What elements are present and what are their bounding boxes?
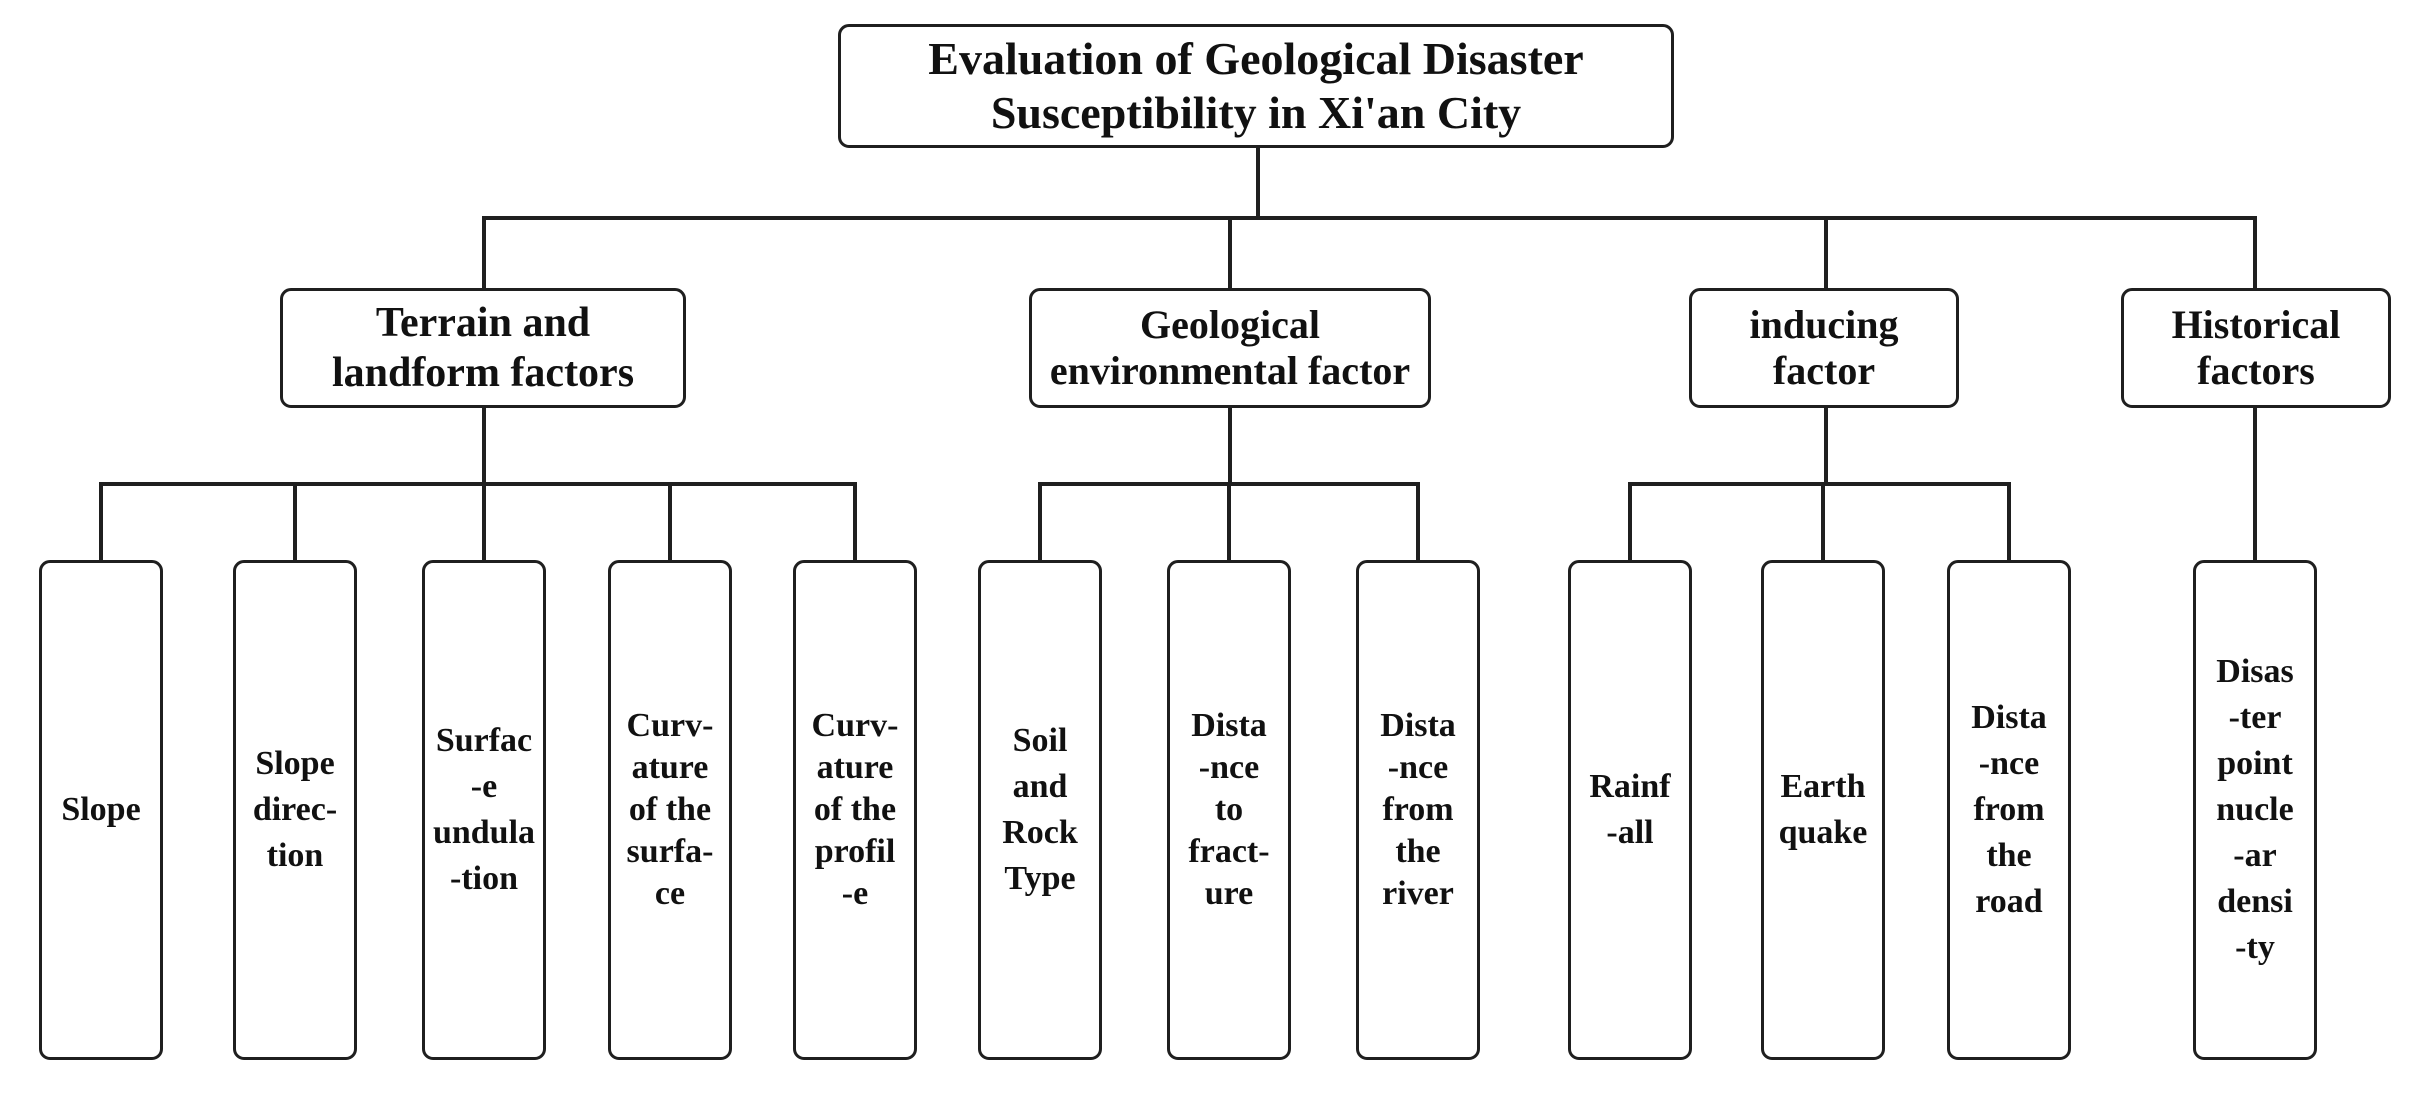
factor-surface-curvature: Curv- ature of the surfa- ce bbox=[608, 560, 732, 1060]
factor-distance-from-river: Dista -nce from the river bbox=[1356, 560, 1480, 1060]
factor-earthquake: Earth quake bbox=[1761, 560, 1885, 1060]
factor-distance-to-fracture: Dista -nce to fract- ure bbox=[1167, 560, 1291, 1060]
category-historical: Historical factors bbox=[2121, 288, 2391, 408]
category-geological-environment: Geological environmental factor bbox=[1029, 288, 1431, 408]
factor-distance-from-road: Dista -nce from the road bbox=[1947, 560, 2071, 1060]
factor-slope-direction: Slope direc- tion bbox=[233, 560, 357, 1060]
factor-disaster-point-density: Disas -ter point nucle -ar densi -ty bbox=[2193, 560, 2317, 1060]
root-node: Evaluation of Geological Disaster Suscep… bbox=[838, 24, 1674, 148]
factor-rainfall: Rainf -all bbox=[1568, 560, 1692, 1060]
factor-soil-rock-type: Soil and Rock Type bbox=[978, 560, 1102, 1060]
category-inducing: inducing factor bbox=[1689, 288, 1959, 408]
factor-slope: Slope bbox=[39, 560, 163, 1060]
category-terrain-landform: Terrain and landform factors bbox=[280, 288, 686, 408]
factor-profile-curvature: Curv- ature of the profil -e bbox=[793, 560, 917, 1060]
factor-surface-undulation: Surfac -e undula -tion bbox=[422, 560, 546, 1060]
